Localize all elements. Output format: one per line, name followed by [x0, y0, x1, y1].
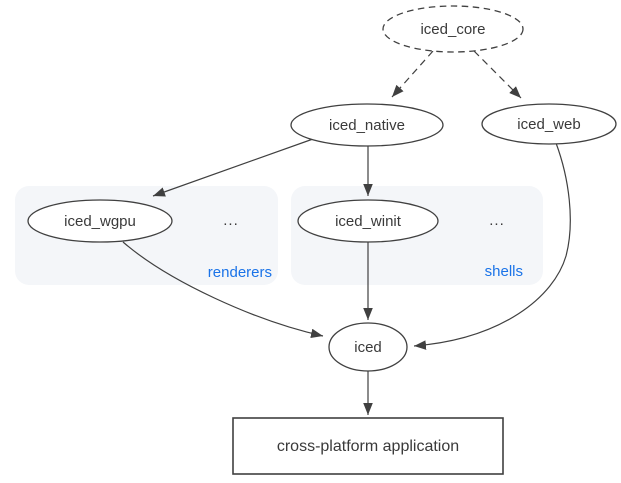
iced_web-ellipse [481, 103, 617, 145]
node-application: cross-platform application [232, 417, 504, 475]
edge-iced_core-iced_web [473, 50, 522, 99]
iced_core-label: iced_core [420, 21, 485, 38]
iced_wgpu-ellipse [27, 199, 173, 243]
iced_core-ellipse [382, 5, 524, 53]
node-iced_wgpu: iced_wgpu [27, 199, 173, 243]
iced-label: iced [354, 339, 382, 356]
edge-iced_native-iced_wgpu [152, 138, 314, 197]
edge-iced_core-iced_native [391, 50, 434, 98]
application-label: cross-platform application [277, 438, 459, 455]
iced_winit-label: iced_winit [335, 213, 402, 230]
iced-ellipse [328, 322, 408, 372]
edge-iced_wgpu-iced [122, 241, 324, 339]
iced_native-label: iced_native [329, 117, 405, 134]
node-iced: iced [328, 322, 408, 372]
node-iced_core: iced_core [382, 5, 524, 53]
shells-ellipsis: ... [489, 212, 505, 229]
iced_native-ellipse [290, 103, 444, 147]
node-iced_native: iced_native [290, 103, 444, 147]
node-iced_web: iced_web [481, 103, 617, 145]
shells-group-label: shells [485, 263, 523, 280]
renderers-ellipsis: ... [223, 212, 239, 229]
iced_web-label: iced_web [517, 116, 580, 133]
node-iced_winit: iced_winit [297, 199, 439, 243]
iced_wgpu-label: iced_wgpu [64, 213, 136, 230]
renderers-group-label: renderers [208, 264, 272, 281]
application-rect [232, 417, 504, 475]
iced_winit-ellipse [297, 199, 439, 243]
edge-iced_web-iced [413, 142, 571, 350]
